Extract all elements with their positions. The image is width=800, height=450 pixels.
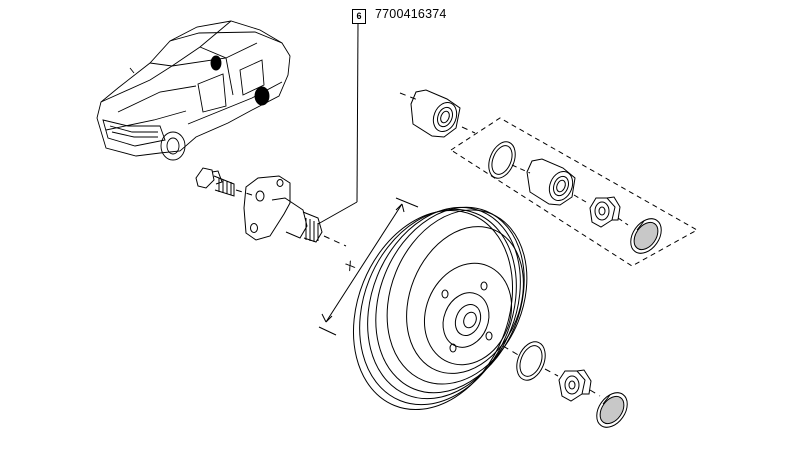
callout-leader-line — [318, 23, 358, 224]
bearing-kit-box — [451, 118, 697, 266]
stub-axle — [244, 176, 346, 246]
lower-hub-nut — [559, 370, 591, 401]
brake-drum — [325, 184, 552, 433]
kit-dust-cap — [624, 213, 667, 259]
lower-circlip — [511, 338, 550, 385]
car-locator-drawing — [97, 21, 290, 160]
kit-hub-nut — [590, 197, 620, 227]
callout-index-box: 6 — [352, 9, 366, 24]
assembly-axis-lower — [503, 346, 600, 396]
upper-bearing — [400, 90, 475, 137]
dimension-x — [319, 198, 418, 335]
part-number-label[interactable]: 7700416374 — [375, 7, 447, 21]
hub-bolt — [196, 168, 252, 196]
lower-dust-cap — [590, 387, 633, 433]
kit-bearing — [527, 159, 577, 205]
kit-circlip — [484, 138, 520, 182]
